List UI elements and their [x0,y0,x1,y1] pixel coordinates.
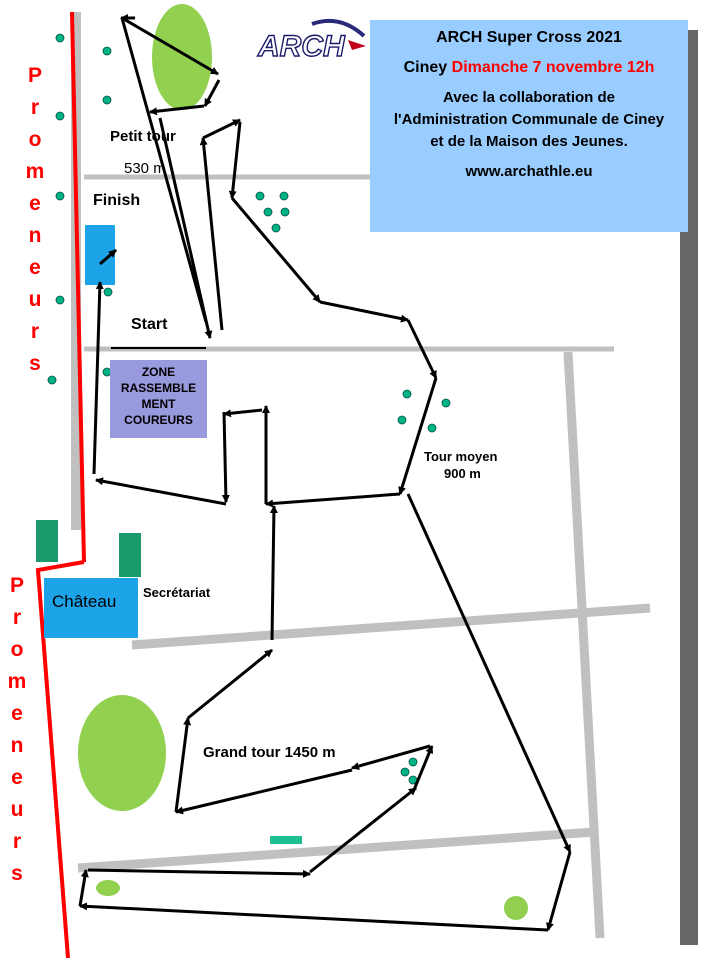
tree-small-se [504,896,528,920]
chateau-building: Château [44,578,138,638]
petit-tour-distance: 530 m [124,160,166,177]
finish-label: Finish [93,192,141,209]
tree-north [152,4,212,110]
road-middle [131,603,651,650]
event-date: Dimanche 7 novembre 12h [451,59,655,76]
secretariat-label: Secrétariat [143,585,211,600]
green-blocks [36,520,302,844]
svg-text:ARCH: ARCH [257,30,346,63]
zone-rassemblement: ZONE RASSEMBLE MENT COUREURS [110,360,207,438]
tree-west [78,695,166,811]
east-wall [680,30,698,945]
spectator-dots [47,33,451,785]
route [78,14,572,932]
boundary-line [35,11,86,959]
grand-tour-label: Grand tour 1450 m [203,744,336,761]
event-info-box: ARCH Super Cross 2021 Ciney Dimanche 7 n… [370,20,688,232]
petit-tour-label: Petit tour [110,128,176,145]
event-place: Ciney [403,59,448,76]
green-block-left [36,520,58,562]
collaboration-text: Avec la collaboration de l'Administratio… [393,89,665,150]
route-petit-north-loop [120,17,208,323]
green-block-right [119,533,141,577]
arch-logo: ARCH [254,18,372,72]
tour-moyen-distance: 900 m [444,466,481,481]
road-east [563,351,605,939]
start-label: Start [131,316,168,333]
tree-small-sw [96,880,120,896]
green-marker [270,836,302,844]
event-title: ARCH Super Cross 2021 [436,29,622,46]
event-date-line: Ciney Dimanche 7 novembre 12h [370,59,688,77]
trees [78,4,528,920]
website-link[interactable]: www.archathle.eu [465,163,593,180]
tour-moyen-label: Tour moyen [424,449,498,464]
